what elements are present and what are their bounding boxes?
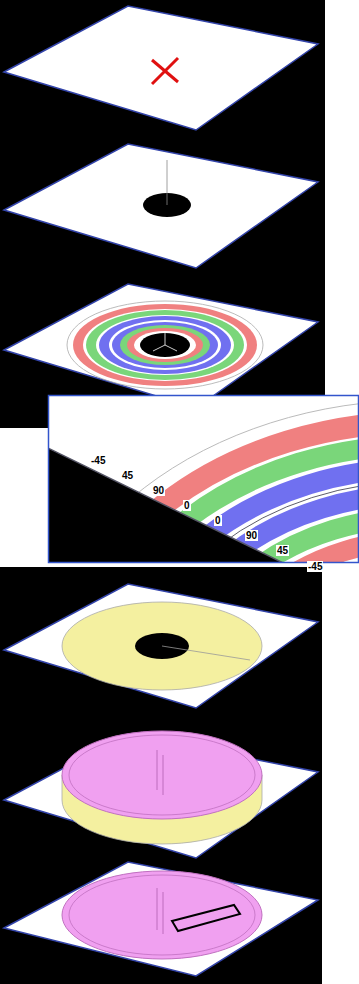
- ply-angle: 90: [245, 530, 258, 541]
- plate-with-bag: [4, 731, 318, 858]
- ply-angle: 45: [121, 470, 134, 481]
- plate-with-ring: [4, 584, 318, 708]
- ply-angle: 0: [183, 500, 191, 511]
- plate-with-hole: [4, 144, 318, 268]
- plate: [4, 6, 318, 130]
- panel-background: [0, 567, 322, 984]
- ply-angle: 0: [214, 515, 222, 526]
- panel-background: [0, 0, 325, 428]
- plate-with-plies: [4, 284, 318, 408]
- ply-angle: -45: [307, 561, 323, 572]
- ply-angle: -45: [90, 455, 106, 466]
- plate-with-strip: [4, 862, 318, 976]
- ply-angle: 90: [152, 485, 165, 496]
- ply-angle: 45: [276, 545, 289, 556]
